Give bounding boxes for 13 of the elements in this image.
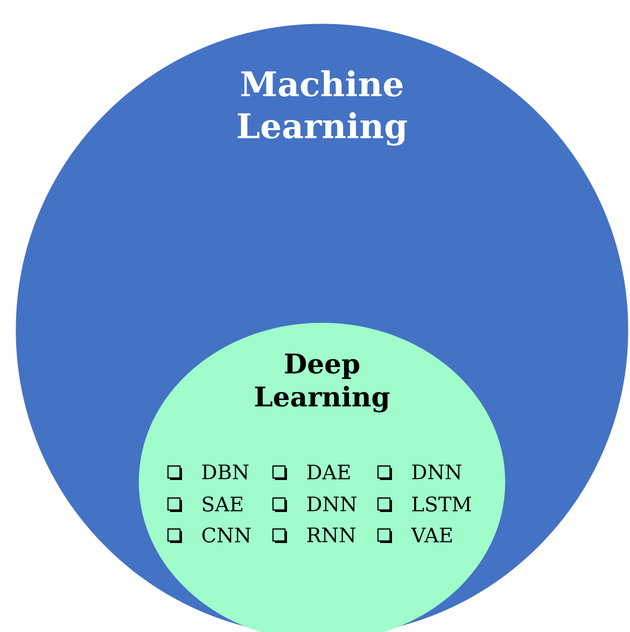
circle-region: [16, 24, 628, 632]
list-item: DBN: [202, 464, 249, 480]
list-item: SAE: [202, 496, 242, 512]
list-item: DAE: [307, 464, 350, 480]
heading: Deep Learning: [255, 354, 390, 412]
list-item: RNN: [307, 528, 356, 542]
list-item: VAE: [411, 528, 452, 542]
list-item: DNN: [307, 496, 356, 512]
list-item: DNN: [412, 464, 462, 480]
list-item: LSTM: [412, 496, 471, 512]
list-item: CNN: [202, 527, 251, 543]
ellipse-region: [138, 322, 506, 632]
heading: Machine Learning: [238, 70, 407, 146]
